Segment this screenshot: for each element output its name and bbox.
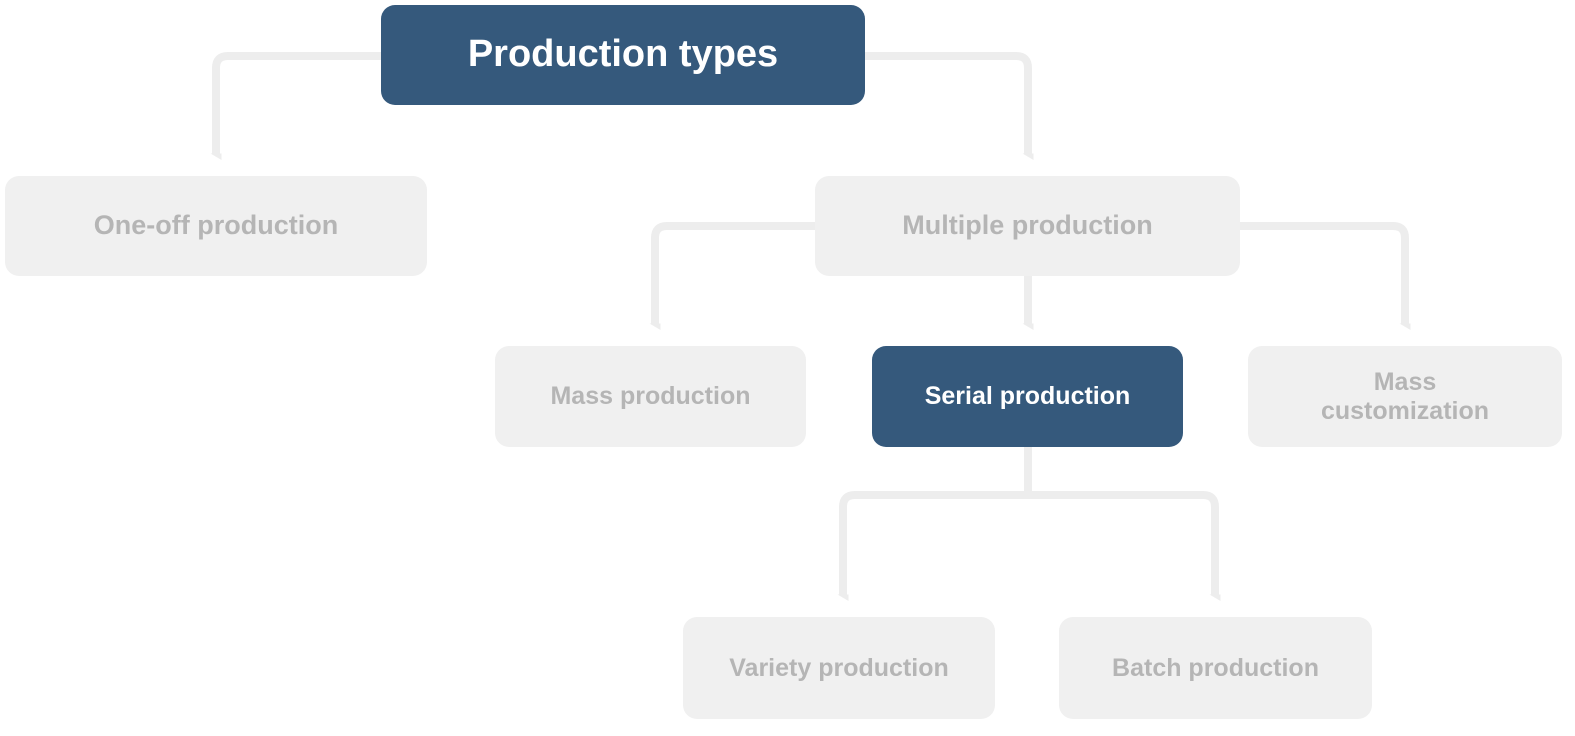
edge-root-to-multiple (865, 52, 1028, 154)
node-multiple-production[interactable]: Multiple production (815, 176, 1240, 276)
edge-serial-to-variety (843, 491, 1028, 595)
edge-serial-to-batch (1028, 491, 1215, 595)
edge-root-to-one-off (216, 52, 381, 154)
node-label: Production types (467, 33, 779, 76)
node-label: Multiple production (902, 210, 1153, 241)
node-variety-production[interactable]: Variety production (683, 617, 995, 719)
node-mass-production[interactable]: Mass production (495, 346, 806, 447)
node-label: Mass production (550, 382, 751, 411)
node-production-types[interactable]: Production types (381, 5, 865, 105)
node-label: Batch production (1112, 653, 1319, 682)
node-label: Serial production (924, 382, 1131, 411)
node-batch-production[interactable]: Batch production (1059, 617, 1372, 719)
node-serial-production[interactable]: Serial production (872, 346, 1183, 447)
node-mass-customization[interactable]: Mass customization (1248, 346, 1562, 447)
node-label: One-off production (93, 210, 339, 241)
edge-multiple-to-masscustom (1240, 222, 1405, 324)
node-label: Variety production (729, 653, 949, 682)
node-one-off-production[interactable]: One-off production (5, 176, 427, 276)
edge-multiple-to-mass (655, 222, 815, 324)
node-label: Mass customization (1320, 367, 1490, 425)
